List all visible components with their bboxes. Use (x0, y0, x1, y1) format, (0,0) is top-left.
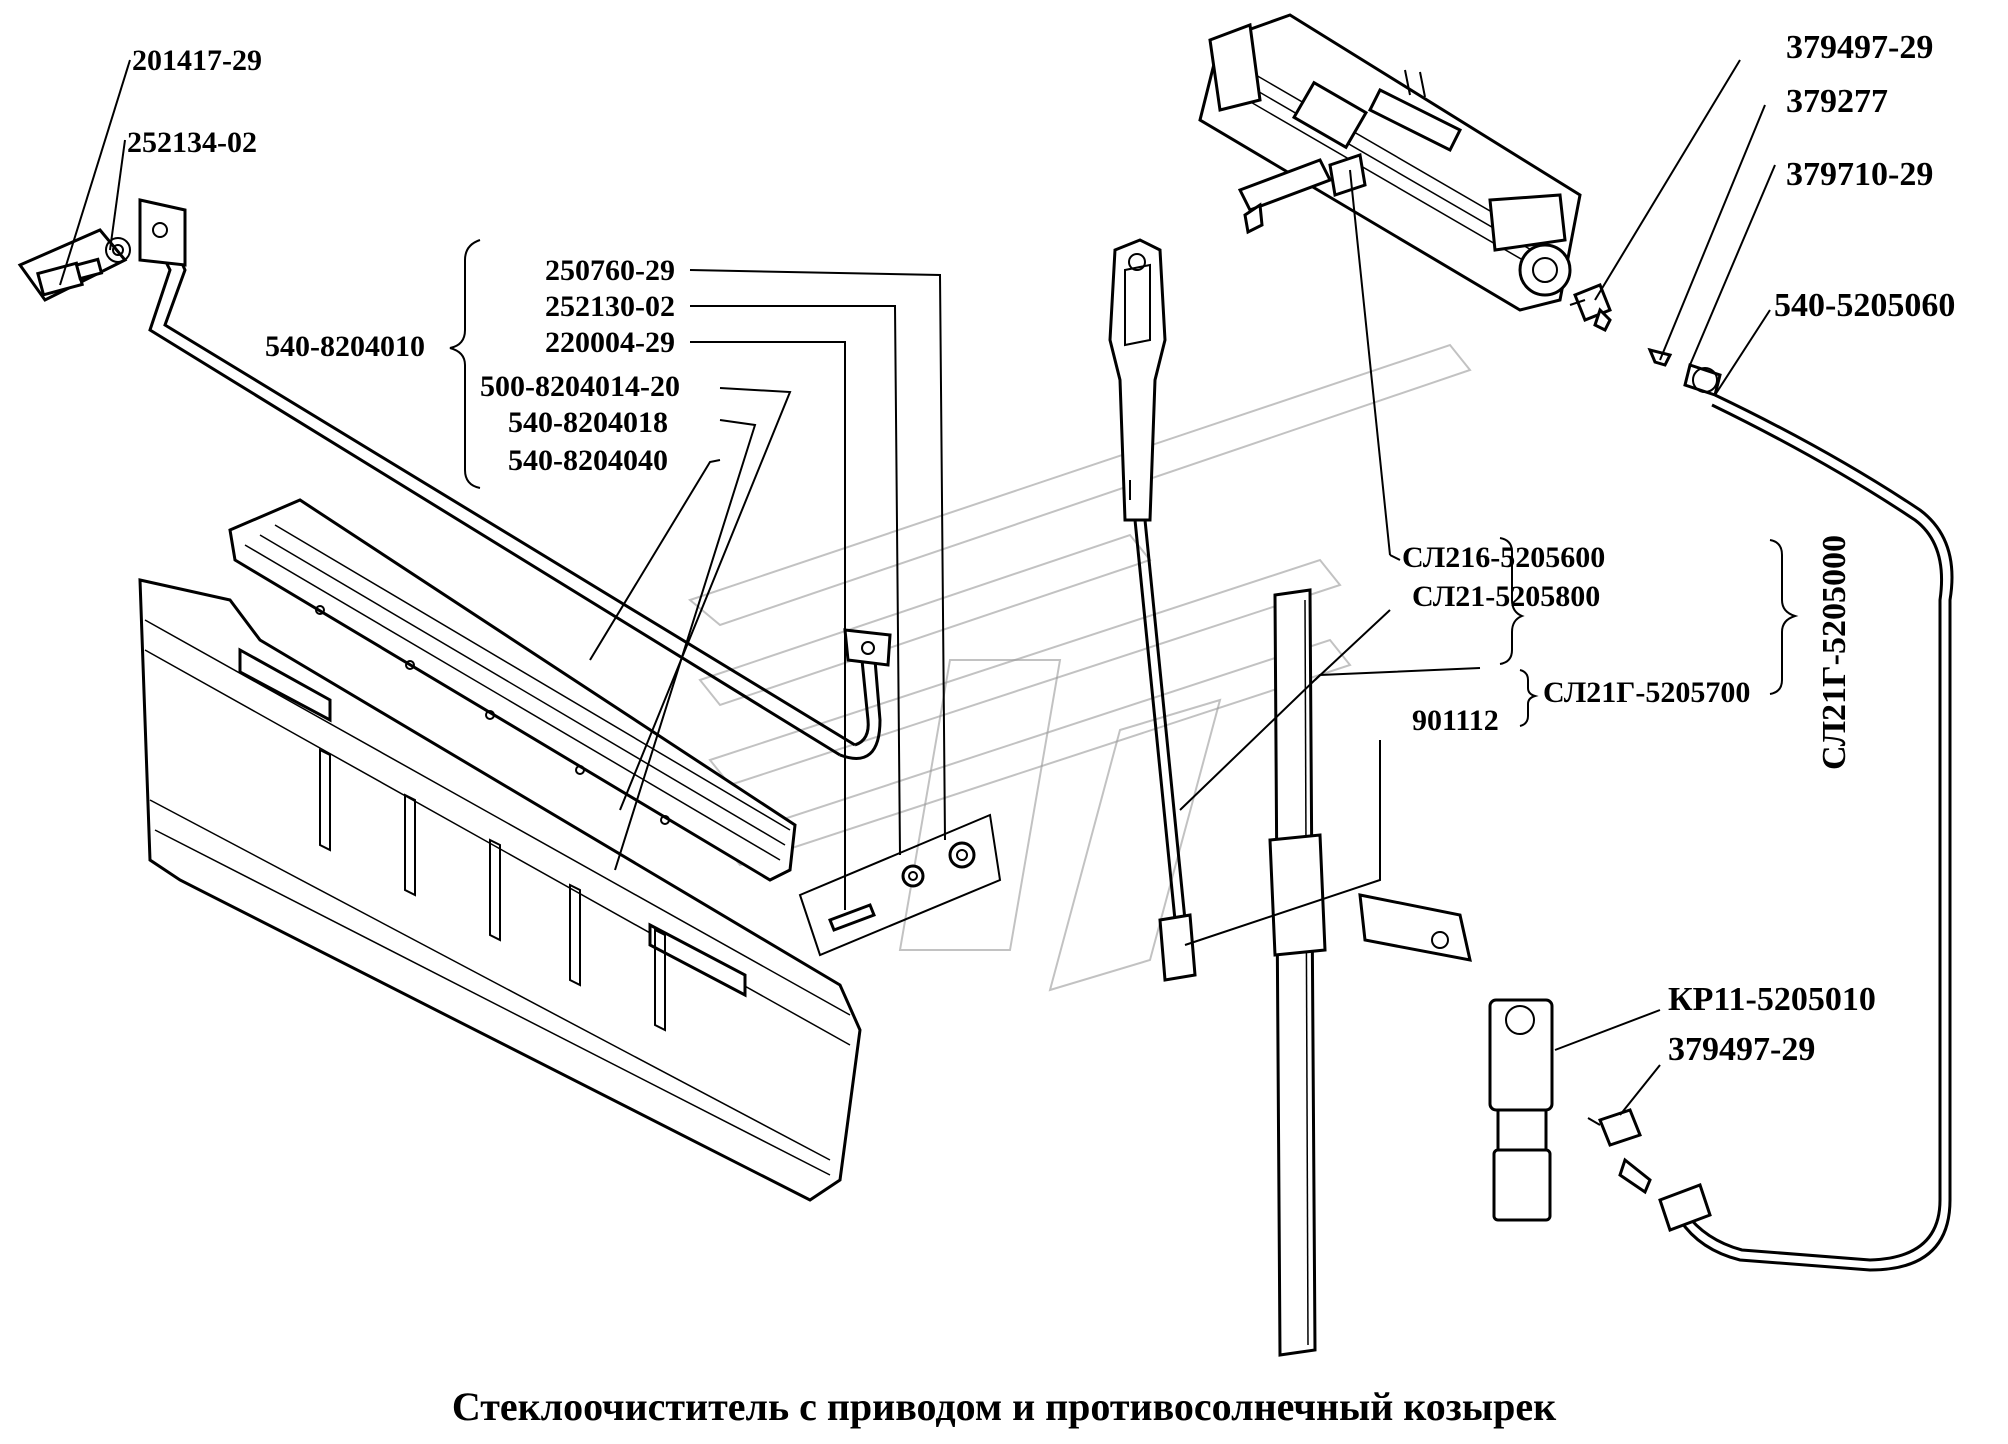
label-379497-29-top: 379497-29 (1786, 29, 1933, 66)
label-379497-29-bottom: 379497-29 (1668, 1031, 1815, 1068)
diagram-title: Стеклоочиститель с приводом и противосол… (452, 1384, 1556, 1429)
visor-bracket-rail (228, 498, 797, 882)
air-hose (1618, 347, 1954, 1272)
fitting-379497-29-bottom (1587, 1108, 1642, 1147)
wiper-arm (1108, 238, 1197, 982)
label-500-8204014-20: 500-8204014-20 (480, 370, 680, 403)
label-379277: 379277 (1786, 83, 1888, 120)
fastener-plate (798, 813, 1002, 957)
fitting-379497-29-top (1569, 283, 1612, 333)
label-201417-29: 201417-29 (132, 44, 262, 77)
label-379710-29: 379710-29 (1786, 156, 1933, 193)
leader-lines (59, 59, 1799, 1116)
label-sl21g-5205000: СЛ21Г-5205000 (1816, 535, 1853, 770)
label-540-5205060: 540-5205060 (1774, 287, 1955, 324)
watermark-logo (687, 343, 1472, 992)
label-220004-29: 220004-29 (545, 326, 675, 359)
label-250760-29: 250760-29 (545, 254, 675, 287)
wiper-motor (1198, 13, 1582, 312)
wiper-blade (1268, 588, 1472, 1357)
label-kr11-5205010: КР11-5205010 (1668, 981, 1876, 1018)
label-252134-02: 252134-02 (127, 126, 257, 159)
label-540-8204010: 540-8204010 (265, 330, 425, 363)
sun-visor-rod (138, 198, 892, 760)
washer-252134-02 (105, 237, 131, 263)
part-labels: 201417-29 252134-02 540-8204010 250760-2… (127, 29, 1955, 1068)
label-901112: 901112 (1412, 704, 1499, 737)
valve-kr11 (1488, 998, 1554, 1222)
label-540-8204018: 540-8204018 (508, 406, 668, 439)
label-sl21g-5205700: СЛ21Г-5205700 (1543, 676, 1750, 709)
sun-visor-panel (138, 578, 862, 1202)
label-sl216-5205600: СЛ216-5205600 (1402, 541, 1605, 574)
label-sl21-5205800: СЛ21-5205800 (1412, 580, 1600, 613)
label-540-8204040: 540-8204040 (508, 444, 668, 477)
label-252130-02: 252130-02 (545, 290, 675, 323)
